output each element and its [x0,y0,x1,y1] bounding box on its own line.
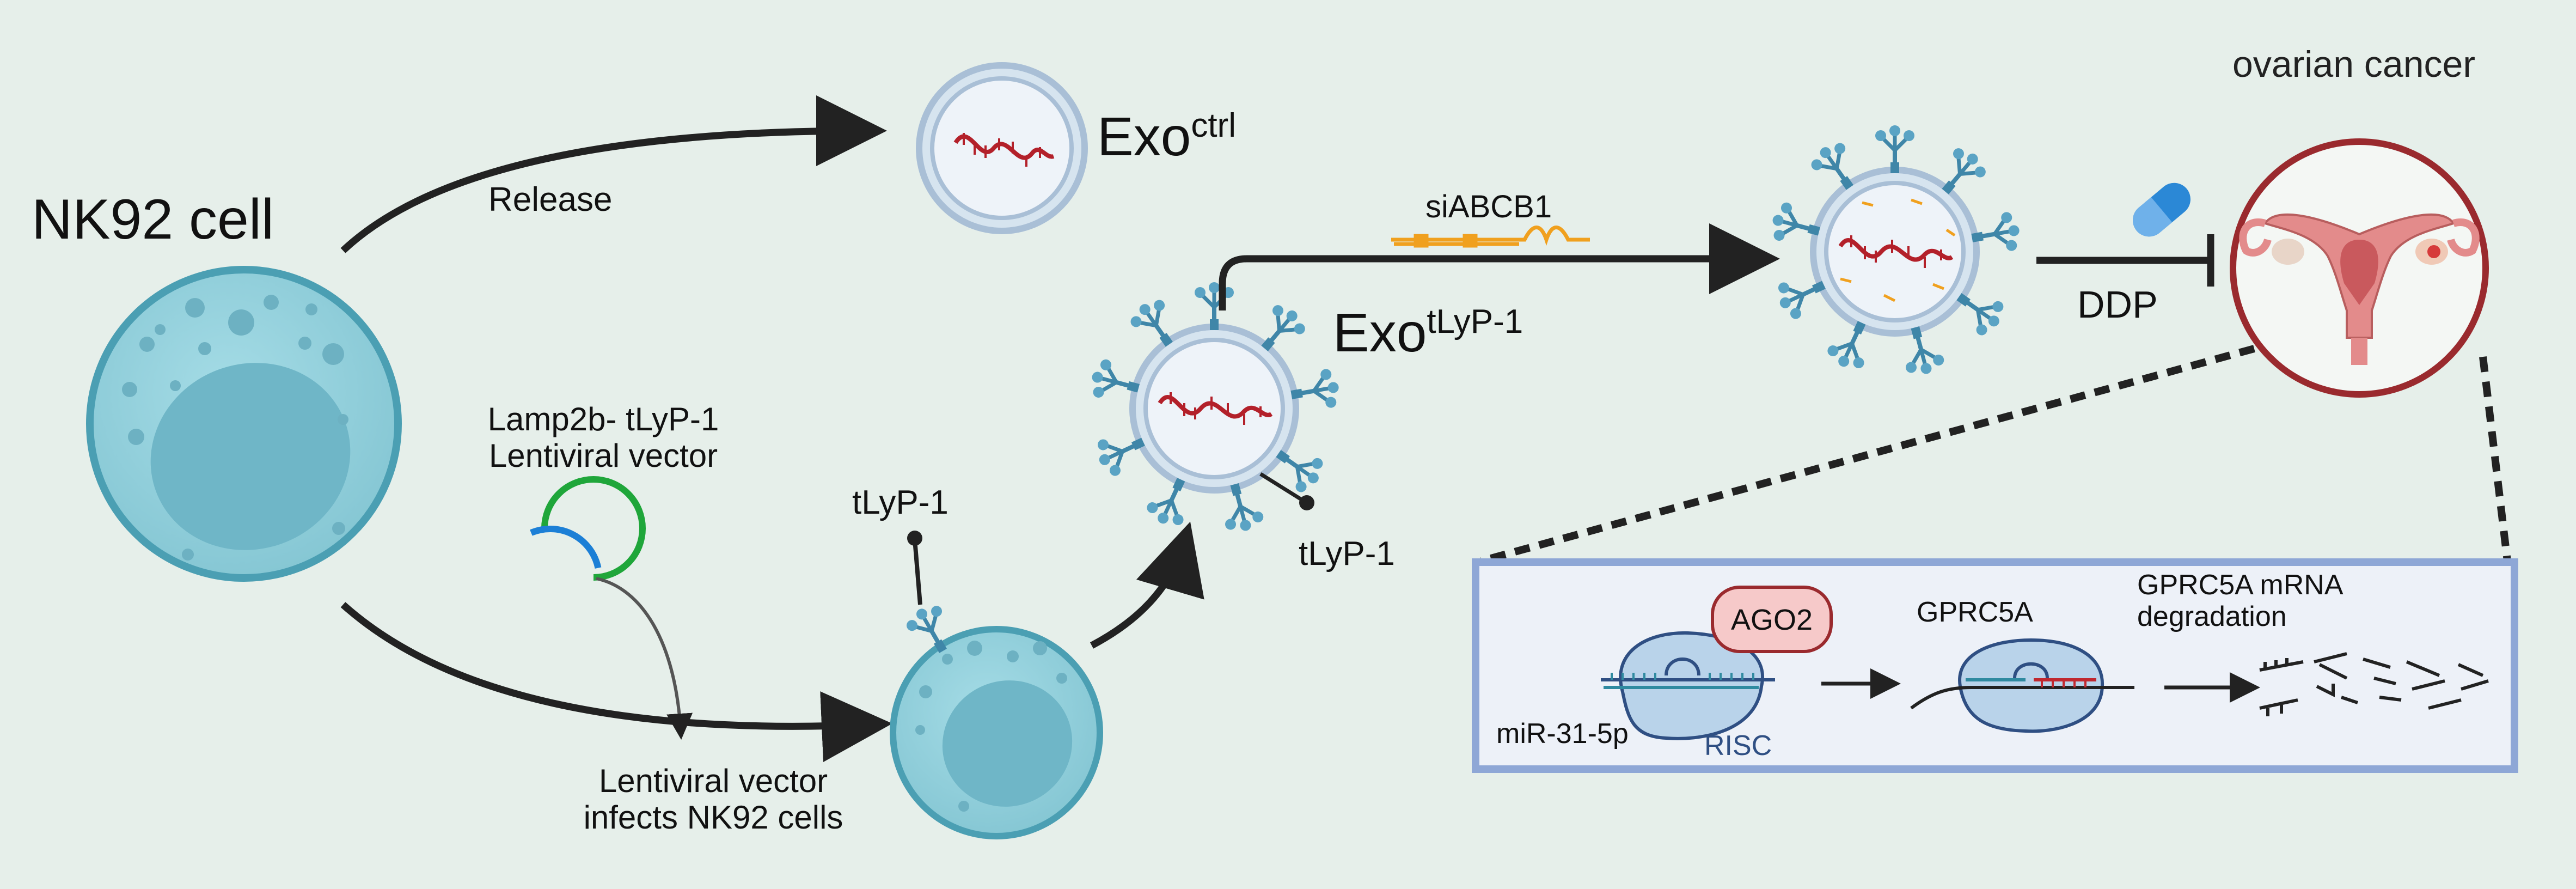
exo-ctrl-label: Exoctrl [1097,106,1236,167]
tlyp-cell-label: tLyP-1 [852,484,949,521]
vector-label-line2: Lentiviral vector [488,437,718,474]
dashed-connector-left [1480,345,2255,565]
loading-arrow [1219,223,1780,310]
exo-ctrl [916,62,1088,234]
release-arrow [340,95,887,253]
siabcb1-label: siABCB1 [1425,189,1552,224]
exo-tlyp [1087,282,1342,535]
infected-nk92-cell [890,531,1103,839]
ago2-badge [1711,586,1833,653]
ago2-label: AGO2 [1730,604,1813,636]
exo-tlyp-label: ExotLyP-1 [1333,302,1523,363]
tlyp-superscript: tLyP-1 [1427,302,1523,340]
mirna-label: miR-31-5p [1496,718,1629,750]
ddp-label: DDP [2077,283,2158,326]
mrna-fragments [2259,652,2489,716]
release-label: Release [488,181,613,218]
secretion-arrow [1090,521,1204,649]
gprc5a-label: GPRC5A [1917,596,2033,628]
capsule-icon [2133,182,2190,237]
ctrl-superscript: ctrl [1191,106,1236,144]
tlyp-exo-label: tLyP-1 [1299,535,1395,573]
plasmid-icon [530,476,693,740]
infection-arrow [340,602,892,762]
infect-label-line1: Lentiviral vector [598,763,828,799]
risc-label: RISC [1704,730,1772,762]
nk92-cell-label: NK92 cell [32,188,274,251]
exo-loaded [1768,125,2023,379]
inhibition-line [2036,234,2214,287]
exo-text: Exo [1097,106,1191,167]
risc-mrna-complex [1910,638,2134,733]
dashed-connector-right [2479,356,2511,562]
vector-label-line1: Lamp2b- tLyP-1 [487,401,719,437]
infect-label-line2: infects NK92 cells [583,799,843,836]
ovarian-cancer-icon [2230,138,2489,398]
sirna-icon [1391,226,1590,248]
ovarian-cancer-label: ovarian cancer [2232,44,2476,85]
nk92-cell [86,266,402,582]
risc-complex [1601,586,1833,740]
degradation-line2: degradation [2137,601,2287,633]
degradation-line1: GPRC5A mRNA [2137,569,2344,601]
exo-text: Exo [1333,302,1427,363]
